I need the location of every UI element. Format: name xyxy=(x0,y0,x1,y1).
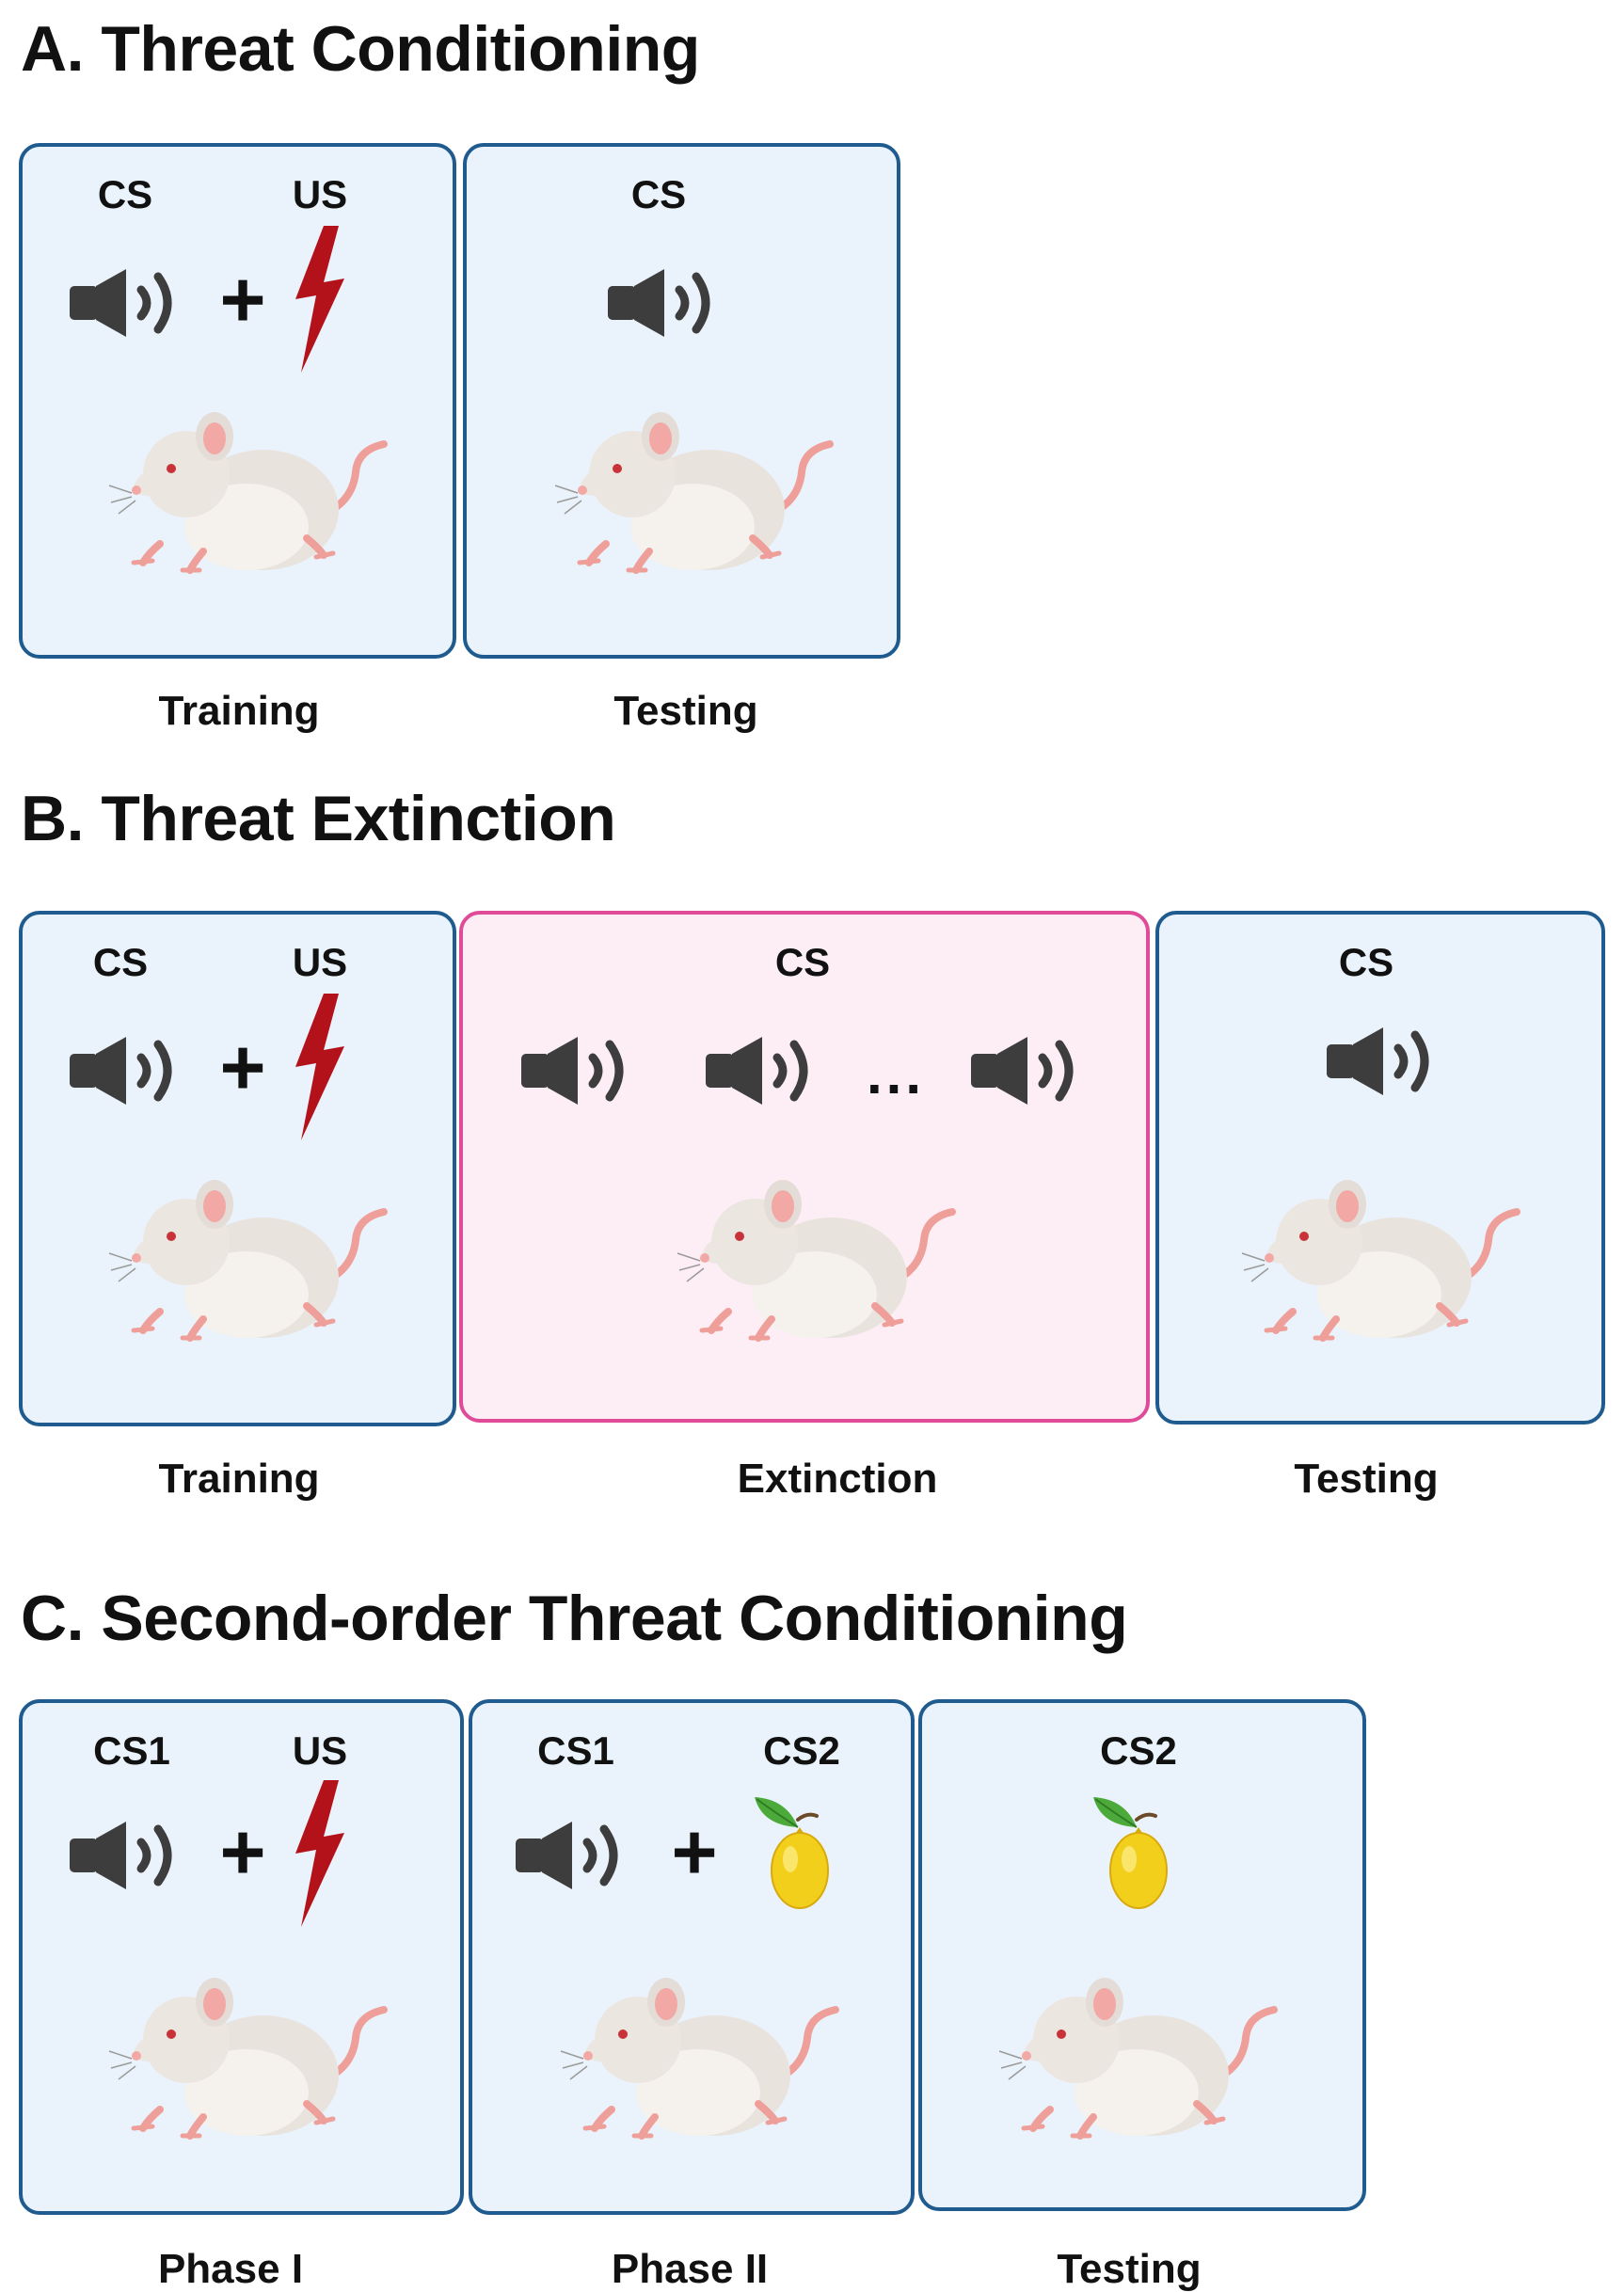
label-cs: CS xyxy=(92,940,149,984)
panel-a-testing xyxy=(463,143,900,659)
rat-icon xyxy=(105,1961,406,2149)
plus-sign: + xyxy=(219,1023,266,1111)
rat-icon xyxy=(1238,1163,1539,1351)
lightning-bolt-icon xyxy=(292,1778,348,1929)
panel-c-phase-2 xyxy=(469,1699,915,2215)
caption-testing: Testing xyxy=(1057,2246,1202,2292)
speaker-icon xyxy=(606,265,728,341)
label-cs2: CS2 xyxy=(763,1728,840,1773)
speaker-icon xyxy=(1325,1024,1447,1099)
rat-icon xyxy=(105,1163,406,1351)
rat-icon xyxy=(557,1961,858,2149)
speaker-icon xyxy=(68,1818,190,1893)
section-c-heading: C. Second-order Threat Conditioning xyxy=(21,1583,1128,1654)
label-us: US xyxy=(292,940,348,984)
label-cs: CS xyxy=(774,940,831,984)
caption-training: Training xyxy=(158,688,320,734)
label-cs: CS xyxy=(1338,940,1394,984)
speaker-icon xyxy=(68,265,190,341)
rat-icon xyxy=(995,1961,1297,2149)
speaker-icon xyxy=(68,1033,190,1108)
label-cs1: CS1 xyxy=(93,1728,170,1773)
rat-icon xyxy=(105,395,406,583)
plus-sign: + xyxy=(219,1807,266,1896)
speaker-icon xyxy=(704,1033,826,1108)
caption-testing: Testing xyxy=(613,688,758,734)
panel-b-testing xyxy=(1155,911,1605,1425)
panel-b-training xyxy=(19,911,456,1426)
section-b-heading: B. Threat Extinction xyxy=(21,783,616,854)
speaker-icon xyxy=(519,1033,642,1108)
caption-training: Training xyxy=(158,1456,320,1502)
lemon-icon xyxy=(749,1793,843,1916)
section-a-heading: A. Threat Conditioning xyxy=(21,13,700,85)
label-cs: CS xyxy=(97,172,153,216)
speaker-icon xyxy=(969,1033,1091,1108)
label-cs2: CS2 xyxy=(1100,1728,1177,1773)
label-cs: CS xyxy=(630,172,687,216)
label-us: US xyxy=(292,172,348,216)
lightning-bolt-icon xyxy=(292,224,348,374)
rat-icon xyxy=(674,1163,975,1351)
caption-phase-2: Phase II xyxy=(611,2246,769,2292)
panel-a-training xyxy=(19,143,456,659)
plus-sign: + xyxy=(219,255,266,343)
speaker-icon xyxy=(514,1818,636,1893)
lightning-bolt-icon xyxy=(292,992,348,1142)
caption-phase-1: Phase I xyxy=(157,2246,304,2292)
ellipsis: ... xyxy=(866,1043,926,1106)
lemon-icon xyxy=(1088,1793,1182,1916)
caption-testing: Testing xyxy=(1294,1456,1439,1502)
rat-icon xyxy=(551,395,852,583)
label-cs1: CS1 xyxy=(537,1728,614,1773)
label-us: US xyxy=(292,1728,348,1773)
caption-extinction: Extinction xyxy=(737,1456,938,1502)
plus-sign: + xyxy=(671,1807,718,1896)
